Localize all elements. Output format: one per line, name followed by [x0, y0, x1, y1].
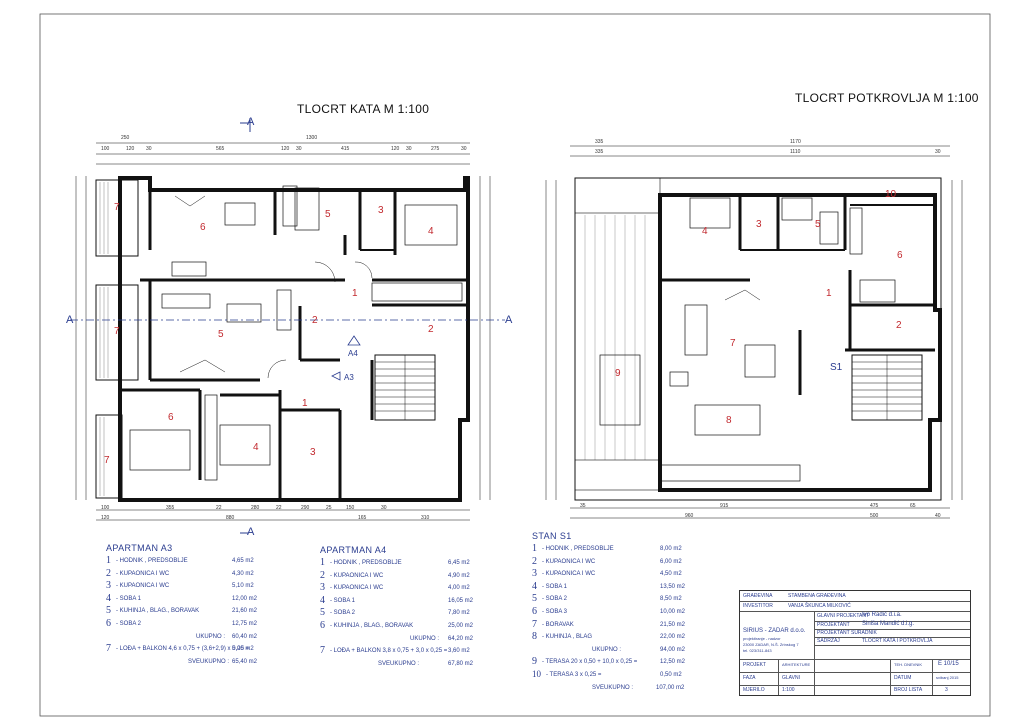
- room-number: 3: [756, 219, 762, 230]
- table-title: APARTMAN A3: [106, 543, 173, 553]
- grand-total-row: SVEUKUPNO :65,40 m2: [188, 658, 258, 665]
- loggia-row: 7- LOĐA + BALKON 3,8 x 0,75 + 3,0 x 0,25…: [320, 645, 470, 657]
- room-number: 10: [885, 189, 897, 200]
- apartment-a3-marker: A3: [344, 373, 354, 382]
- attic-plan: [545, 145, 963, 519]
- room-number: 4: [253, 442, 259, 453]
- room-number: 6: [897, 250, 903, 261]
- table-title: APARTMAN A4: [320, 545, 387, 555]
- room-number: 1: [826, 288, 832, 299]
- apartment-s1-marker: S1: [830, 362, 843, 373]
- floor-plan-heading: TLOCRT KATA M 1:100: [297, 102, 430, 116]
- room-number: 5: [325, 209, 331, 220]
- table-title: STAN S1: [532, 531, 572, 541]
- total-row: UKUPNO :64,20 m2: [410, 635, 474, 642]
- floor-plan: [75, 142, 491, 521]
- apartment-a4-marker: A4: [348, 349, 358, 358]
- grand-total-row: SVEUKUPNO :67,80 m2: [378, 660, 474, 667]
- grand-total-row: SVEUKUPNO :107,00 m2: [592, 684, 685, 691]
- room-number: 4: [702, 226, 708, 237]
- room-number: 5: [218, 329, 224, 340]
- room-number: 6: [168, 412, 174, 423]
- room-number: 2: [428, 324, 434, 335]
- room-number: 1: [352, 288, 358, 299]
- attic-plan-heading: TLOCRT POTKROVLJA M 1:100: [795, 91, 979, 105]
- room-number: 3: [310, 447, 316, 458]
- room-number: 3: [378, 205, 384, 216]
- room-number: 7: [114, 326, 120, 337]
- room-number: 5: [815, 219, 821, 230]
- terrace-row: 9- TERASA 20 x 0,50 + 10,0 x 0,25 =12,50…: [532, 656, 686, 668]
- section-mark-bottom: A: [247, 526, 255, 538]
- room-number: 6: [200, 222, 206, 233]
- section-mark-top: A: [247, 116, 255, 128]
- room-number: 8: [726, 415, 732, 426]
- section-mark-left: A: [66, 314, 74, 326]
- total-row: UKUPNO :94,00 m2: [592, 646, 686, 653]
- room-number: 1: [302, 398, 308, 409]
- room-number: 4: [428, 226, 434, 237]
- section-mark-right: A: [505, 314, 513, 326]
- room-number: 2: [896, 320, 902, 331]
- loggia-row: 7- LOĐA + BALKON 4,6 x 0,75 + (3,6+2,9) …: [106, 643, 254, 655]
- total-row: UKUPNO :60,40 m2: [196, 633, 258, 640]
- room-number: 2: [312, 315, 318, 326]
- room-number: 9: [615, 368, 621, 379]
- room-number: 7: [730, 338, 736, 349]
- room-number: 7: [114, 202, 120, 213]
- title-block: GRAĐEVINA STAMBENA GRAĐEVINA INVESTITOR …: [739, 590, 971, 696]
- room-number: 7: [104, 455, 110, 466]
- terrace-row: 10- TERASA 3 x 0,25 =0,50 m2: [532, 668, 682, 679]
